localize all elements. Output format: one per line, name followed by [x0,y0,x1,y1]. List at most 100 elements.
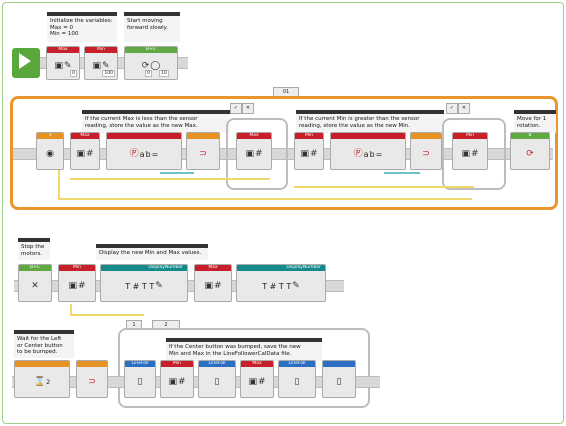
switch-true-tab[interactable]: ✓ [230,103,242,114]
text-icon: T # T T [125,281,155,291]
compare-input-b[interactable]: b [145,149,151,159]
write-min-block[interactable]: Min ▣# [452,132,488,170]
motor-icon: ⟳ [526,148,534,159]
data-wire [294,186,474,188]
compare-input-a[interactable]: a [363,149,369,159]
compare-input-b[interactable]: b [369,149,375,159]
number-icon: # [257,376,266,387]
switch-true-case-min[interactable] [442,118,506,190]
block-header [15,361,69,367]
briefcase-icon: ▣ [168,376,177,387]
comment-center: If the Center button was bumped, save th… [166,338,322,361]
read-max-block[interactable]: Max ▣# [70,132,100,170]
variable-name: Min [85,47,117,53]
switch-logic-block-min[interactable]: ⊃ [410,132,442,170]
variable-value[interactable]: 100 [102,70,115,77]
comment-max: If the current Max is less than the sens… [82,110,230,133]
steering-icon: ⟳ [141,60,150,71]
briefcase-icon: ▣ [204,280,213,291]
number-icon: # [309,148,318,159]
variable-name: Max [241,361,273,367]
switch-logic-block[interactable]: ⊃ [186,132,220,170]
loop-block[interactable] [10,96,558,210]
switch-icon: ⊃ [88,376,96,387]
block-header [411,133,441,139]
comment-move1: Move for 1 rotation. [514,110,556,133]
port-label: B [511,133,549,139]
data-wire [58,198,472,200]
wait-button-block[interactable]: ⌛2 [14,360,70,398]
file-icon: ▯ [294,376,300,387]
file-delete-block[interactable]: LineFoll ▯ [124,360,156,398]
block-name: DisplayNumber [101,265,187,271]
number-icon: # [85,148,94,159]
data-wire [70,304,72,316]
wait-value[interactable]: 2 [46,378,51,386]
logic-wire [160,172,194,174]
briefcase-icon: ▣ [68,280,77,291]
write-max-block[interactable]: Max ▣# [236,132,272,170]
switch-button-block[interactable]: ⊃ [76,360,108,398]
comment-display: Display the new Min and Max values. [96,244,208,260]
data-wire [70,314,144,316]
block-name: DisplayNumber [237,265,325,271]
move-steering-block[interactable]: B+C ⟳◯ 0 10 [124,46,178,80]
file-write-max-block[interactable]: LineFoll ▯ [278,360,316,398]
block-header [107,133,181,139]
file-write-min-block[interactable]: LineFoll ▯ [198,360,236,398]
switch-false-tab-min[interactable]: ✕ [458,103,470,114]
stop-icon: ✕ [31,280,39,291]
equals-icon: = [151,149,159,159]
file-name: LineFoll [279,361,315,367]
variable-name: Max [195,265,231,271]
compare-block[interactable]: Ⓟ a b = [106,132,182,170]
variable-block-max[interactable]: Max ▣✎ 0 [46,46,80,80]
switch-true-tab-min[interactable]: ✓ [446,103,458,114]
display-number-block-2[interactable]: DisplayNumber T # T T✎ [236,264,326,302]
port-label: B+C [125,47,177,53]
move-stop-block[interactable]: B+C ✕ [18,264,52,302]
read-max-file-var[interactable]: Max ▣# [240,360,274,398]
data-wire [58,170,60,200]
speed-icon: ◯ [150,60,161,71]
edit-icon: ✎ [155,280,163,291]
read-min-file-var[interactable]: Min ▣# [160,360,194,398]
color-sensor-block[interactable]: 3 ◉ [36,132,64,170]
briefcase-icon: ▣ [300,148,309,159]
edit-icon: ✎ [292,280,300,291]
comment-init: Initialize the variables: Max = 0 Min = … [47,12,117,42]
display-number-block-1[interactable]: DisplayNumber T # T T✎ [100,264,188,302]
read-min-block[interactable]: Min ▣# [294,132,324,170]
button-switch-block[interactable] [118,328,370,408]
briefcase-icon: ▣ [461,148,470,159]
variable-name: Min [453,133,487,139]
number-icon: # [213,280,222,291]
block-header [331,133,405,139]
variable-name: Min [295,133,323,139]
steering-value[interactable]: 0 [145,70,152,77]
compare-input-a[interactable]: a [139,149,145,159]
switch-false-tab[interactable]: ✕ [242,103,254,114]
file-name: LineFoll [125,361,155,367]
logic-wire [384,172,420,174]
read-max-var-block[interactable]: Max ▣# [194,264,232,302]
briefcase-icon: ▣ [76,148,85,159]
move-rotation-block[interactable]: B ⟳ [510,132,550,170]
read-min-var-block[interactable]: Min ▣# [58,264,96,302]
file-icon: ▯ [336,376,342,387]
compare-block-min[interactable]: Ⓟ a b = [330,132,406,170]
variable-value[interactable]: 0 [70,70,77,77]
file-close-block[interactable]: ▯ [322,360,356,398]
variable-name: Max [237,133,271,139]
power-value[interactable]: 10 [159,70,169,77]
switch-true-case-max[interactable] [226,118,288,190]
variable-block-min[interactable]: Min ▣✎ 100 [84,46,118,80]
start-block[interactable] [12,48,40,78]
equals-icon: = [375,149,383,159]
file-icon: ▯ [214,376,220,387]
briefcase-icon: ▣ [248,376,257,387]
text-icon: T # T T [262,281,292,291]
block-header [323,361,355,367]
file-name: LineFoll [199,361,235,367]
file-icon: ▯ [137,376,143,387]
